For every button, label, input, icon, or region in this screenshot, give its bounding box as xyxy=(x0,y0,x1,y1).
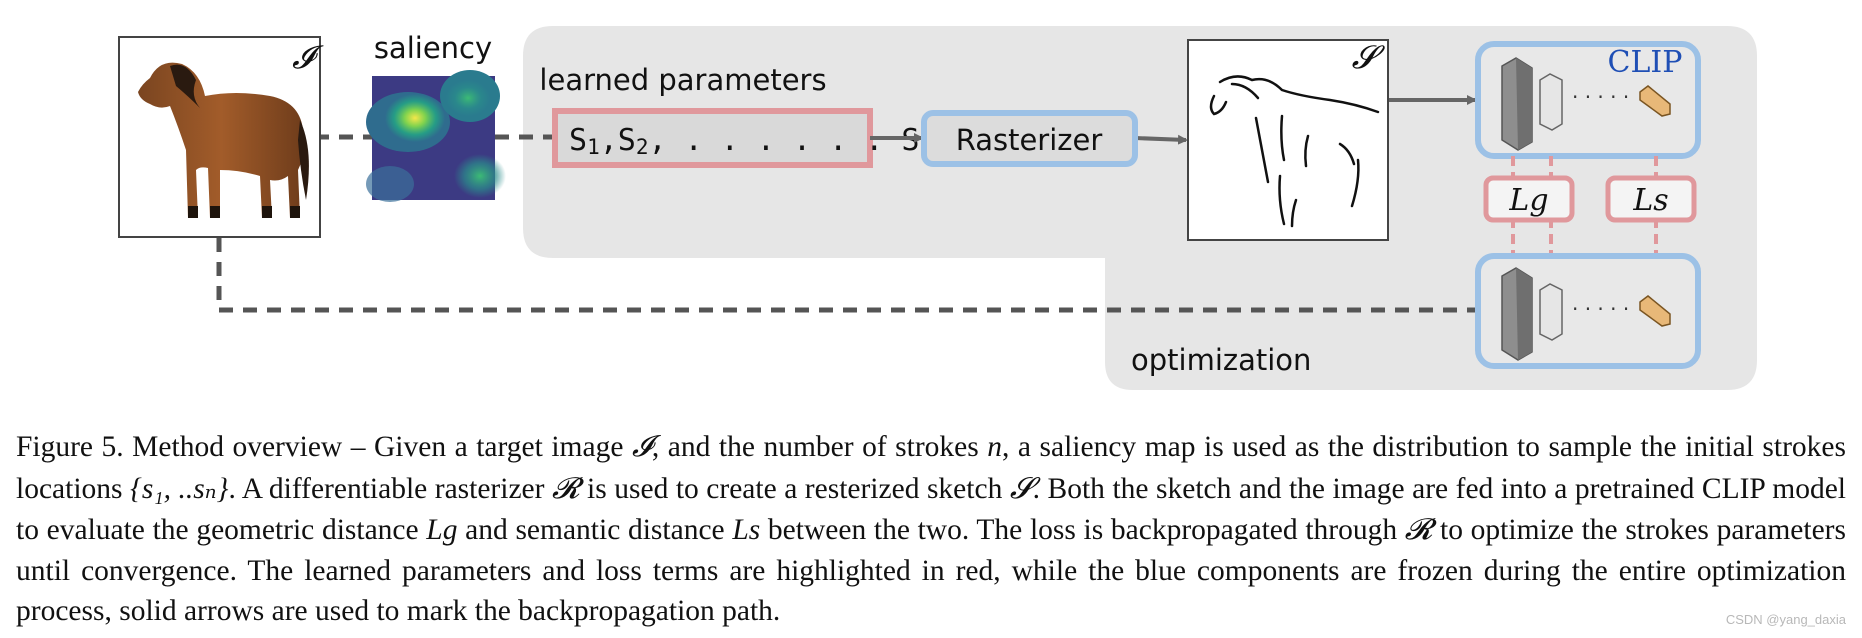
caption-symbol-n: n xyxy=(987,431,1003,463)
caption-symbol-strokes: {s₁, ..sₙ} xyxy=(130,472,229,505)
encoder-block-icon xyxy=(1501,57,1533,151)
method-overview-figure: 𝓘 saliency learned parameters S1,S2, . .… xyxy=(118,26,1757,390)
semantic-loss-label: Ls xyxy=(1632,183,1668,218)
horse-image xyxy=(138,62,309,218)
stroke-s1-sub: 1 xyxy=(587,135,600,159)
stroke-sn: S xyxy=(901,123,919,158)
clip-encoder-sketch: · · · · · CLIP xyxy=(1475,41,1701,159)
caption-symbol-rasterizer-2: 𝓡 xyxy=(1404,512,1433,546)
strokes-sequence: S1,S2, . . . . . . Sn xyxy=(569,123,932,159)
rasterizer-box xyxy=(921,110,1138,167)
encoder-block-icon xyxy=(1639,85,1671,117)
stroke-s2: S xyxy=(618,123,636,158)
svg-text:· · · · ·: · · · · · xyxy=(1572,297,1629,321)
stroke-s1: S xyxy=(569,123,587,158)
caption-symbol-sketch: 𝓢 xyxy=(1009,470,1033,505)
input-image: 𝓘 xyxy=(118,36,324,238)
sketch-image: 𝓢 xyxy=(1187,38,1389,241)
arrow-rasterizer-to-sketch xyxy=(1134,134,1188,145)
rasterizer-label: Rasterizer xyxy=(956,123,1103,157)
stroke-dots: , . . . . . . xyxy=(649,123,884,158)
geometric-loss-box xyxy=(1483,175,1575,223)
caption-symbol-rasterizer: 𝓡 xyxy=(551,470,580,505)
encoder-block-icon xyxy=(1539,73,1563,131)
encoder-block-icon xyxy=(1639,295,1671,327)
svg-text:· · · · ·: · · · · · xyxy=(1572,85,1629,109)
caption-symbol-image: 𝓘 xyxy=(631,429,652,463)
figure-caption: Figure 5. Method overview – Given a targ… xyxy=(16,429,1846,627)
clip-label: CLIP xyxy=(1608,45,1683,80)
semantic-loss-box xyxy=(1605,175,1697,223)
dash-image-to-clip-image-encoder xyxy=(216,238,1478,313)
caption-symbol-ls: Ls xyxy=(732,514,761,546)
geometric-loss-label: Lg xyxy=(1508,183,1548,218)
clip-encoder-image: · · · · · xyxy=(1475,253,1701,369)
saliency-map xyxy=(366,70,506,202)
stroke-s2-sub: 2 xyxy=(636,135,649,159)
saliency-label: saliency xyxy=(374,31,492,65)
learned-parameters-label: learned parameters xyxy=(539,63,826,97)
caption-symbol-lg: Lg xyxy=(426,514,458,546)
encoder-block-icon xyxy=(1539,283,1563,341)
encoder-block-icon xyxy=(1501,267,1533,361)
optimization-label: optimization xyxy=(1131,343,1311,377)
watermark: CSDN @yang_daxia xyxy=(1725,612,1846,627)
